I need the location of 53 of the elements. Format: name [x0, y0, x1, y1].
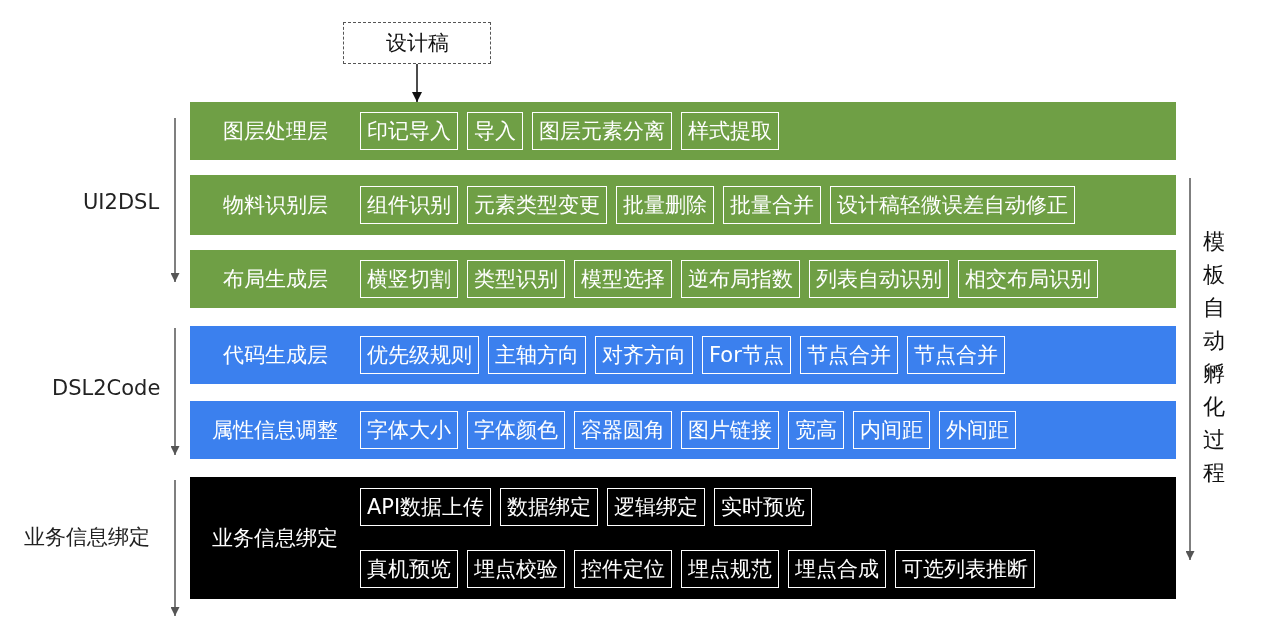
- feature-tag: 元素类型变更: [467, 186, 607, 224]
- feature-tag: 设计稿轻微误差自动修正: [830, 186, 1075, 224]
- feature-tag: 节点合并: [799, 336, 898, 374]
- feature-tag: 图片链接: [681, 411, 779, 449]
- feature-tag: 可选列表推断: [895, 550, 1035, 588]
- feature-tag: 实时预览: [714, 488, 813, 526]
- feature-tag: 印记导入: [360, 112, 458, 150]
- feature-tag: API数据上传: [360, 488, 492, 526]
- feature-tag: 节点合并: [906, 336, 1005, 374]
- feature-tag: 埋点合成: [788, 550, 886, 588]
- feature-tag: 对齐方向: [595, 336, 693, 374]
- feature-tag: 外间距: [939, 411, 1016, 449]
- feature-tag: 数据绑定: [500, 488, 599, 526]
- feature-tag: 图层元素分离: [532, 112, 672, 150]
- feature-tag: 宽高: [788, 411, 844, 449]
- feature-tag: 列表自动识别: [809, 260, 949, 298]
- layer-title: 布局生成层: [221, 266, 329, 293]
- feature-tag: 组件识别: [360, 186, 458, 224]
- feature-tag: 埋点规范: [681, 550, 779, 588]
- source-box: 设计稿: [343, 22, 491, 64]
- layer-title: 代码生成层: [221, 342, 329, 369]
- layer-band: [190, 250, 1176, 308]
- layer-band: [190, 401, 1176, 459]
- layer-band: [190, 326, 1176, 384]
- feature-tag: 真机预览: [360, 550, 458, 588]
- process-label: 模板自动孵化过程: [1203, 228, 1225, 487]
- layer-band: [190, 477, 1176, 599]
- layer-band: [190, 175, 1176, 235]
- feature-tag: 容器圆角: [574, 411, 672, 449]
- feature-tag: 逆布局指数: [681, 260, 800, 298]
- layer-title: 物料识别层: [221, 192, 329, 219]
- layer-title: 属性信息调整: [211, 417, 339, 444]
- feature-tag: 相交布局识别: [958, 260, 1098, 298]
- feature-tag: 批量合并: [723, 186, 821, 224]
- feature-tag: 字体颜色: [467, 411, 565, 449]
- feature-tag: 主轴方向: [488, 336, 586, 374]
- layer-title: 业务信息绑定: [211, 525, 339, 552]
- feature-tag: 类型识别: [467, 260, 565, 298]
- feature-tag: 内间距: [853, 411, 930, 449]
- feature-tag: 控件定位: [574, 550, 672, 588]
- layer-band: [190, 102, 1176, 160]
- feature-tag: 埋点校验: [467, 550, 565, 588]
- feature-tag: For节点: [702, 336, 791, 374]
- feature-tag: 模型选择: [574, 260, 672, 298]
- layer-title: 图层处理层: [221, 118, 329, 145]
- feature-tag: 字体大小: [360, 411, 458, 449]
- feature-tag: 优先级规则: [360, 336, 479, 374]
- feature-tag: 横竖切割: [360, 260, 458, 298]
- arrow: [411, 63, 423, 103]
- feature-tag: 导入: [467, 112, 523, 150]
- feature-tag: 批量删除: [616, 186, 714, 224]
- feature-tag: 逻辑绑定: [607, 488, 706, 526]
- feature-tag: 样式提取: [681, 112, 779, 150]
